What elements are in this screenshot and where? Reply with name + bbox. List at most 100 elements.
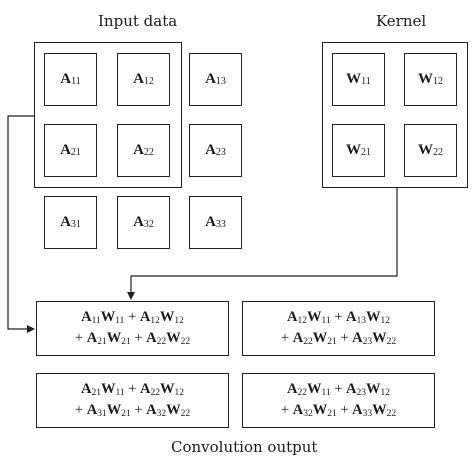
term-symbol: A [146, 401, 157, 418]
plus-operator: + [130, 401, 147, 418]
output-term-line: + A31W21 + A32W22 [75, 401, 190, 422]
plus-operator: + [336, 329, 353, 346]
cell-subscript: 23 [215, 147, 226, 158]
term-symbol: W [160, 380, 175, 397]
term-subscript: 12 [380, 315, 391, 326]
cell-symbol: W [418, 71, 433, 87]
plus-operator: + [124, 380, 141, 397]
cell-symbol: A [60, 214, 71, 230]
output-term-line: + A21W21 + A22W22 [75, 329, 190, 350]
term-subscript: 22 [156, 336, 167, 347]
output-term-line: A12W11 + A13W12 [287, 308, 390, 329]
cell-subscript: 11 [361, 76, 371, 87]
term-symbol: A [86, 401, 98, 418]
term-subscript: 22 [297, 387, 307, 398]
plus-operator: + [330, 380, 347, 397]
cell-subscript: 12 [433, 76, 443, 87]
cell-symbol: W [346, 71, 362, 87]
cell-symbol: A [133, 142, 144, 158]
term-subscript: 32 [303, 408, 313, 419]
cell-subscript: 11 [71, 76, 81, 87]
cell-symbol: A [133, 214, 144, 230]
output-box-out-21: A21W11 + A22W12+ A31W21 + A32W22 [36, 373, 229, 428]
term-symbol: W [372, 329, 387, 346]
term-symbol: A [352, 329, 363, 346]
output-term-line: A21W11 + A22W12 [81, 380, 184, 401]
term-symbol: W [312, 329, 328, 346]
plus-operator: + [74, 329, 87, 346]
term-symbol: A [292, 401, 304, 418]
plus-operator: + [280, 329, 293, 346]
convolution-output-title: Convolution output [171, 438, 318, 456]
output-box-out-22: A22W11 + A23W12+ A32W21 + A33W22 [242, 373, 435, 428]
cell-symbol: A [60, 71, 72, 87]
plus-operator: + [280, 401, 293, 418]
term-subscript: 11 [115, 315, 125, 326]
term-subscript: 12 [174, 387, 185, 398]
term-symbol: A [286, 380, 298, 397]
cell-subscript: 22 [143, 147, 154, 158]
term-symbol: A [292, 329, 304, 346]
cell-subscript: 22 [433, 147, 443, 158]
kernel-frame [322, 42, 468, 188]
term-subscript: 21 [327, 336, 337, 347]
term-subscript: 11 [321, 315, 331, 326]
term-subscript: 12 [380, 387, 391, 398]
term-symbol: A [146, 329, 157, 346]
cell-subscript: 13 [215, 76, 226, 87]
output-box-out-12: A12W11 + A13W12+ A22W21 + A23W22 [242, 301, 435, 356]
term-symbol: A [352, 401, 363, 418]
term-subscript: 22 [303, 336, 313, 347]
cell-symbol: A [60, 142, 71, 158]
term-subscript: 22 [386, 408, 397, 419]
term-symbol: A [80, 380, 92, 397]
plus-operator: + [124, 308, 140, 325]
cell-symbol: A [133, 71, 144, 87]
term-symbol: W [159, 308, 175, 325]
receptive-field-frame [34, 42, 182, 188]
kernel-title: Kernel [376, 12, 427, 30]
term-subscript: 21 [327, 408, 337, 419]
term-symbol: A [286, 308, 298, 325]
term-subscript: 23 [362, 336, 373, 347]
term-symbol: W [106, 329, 122, 346]
term-symbol: W [312, 401, 328, 418]
term-symbol: A [139, 308, 151, 325]
term-subscript: 22 [180, 336, 191, 347]
output-box-out-11: A11W11 + A12W12+ A21W21 + A22W22 [36, 301, 229, 356]
cell-subscript: 12 [143, 76, 154, 87]
cell-subscript: 21 [70, 147, 81, 158]
term-symbol: A [86, 329, 98, 346]
term-symbol: A [140, 380, 151, 397]
plus-operator: + [130, 329, 147, 346]
term-subscript: 22 [150, 387, 161, 398]
term-subscript: 12 [174, 315, 184, 326]
term-symbol: W [106, 401, 122, 418]
cell-subscript: 21 [361, 147, 371, 158]
cell-symbol: A [205, 142, 216, 158]
term-subscript: 21 [121, 408, 131, 419]
term-symbol: W [366, 308, 381, 325]
cell-symbol: A [205, 71, 216, 87]
term-subscript: 32 [156, 408, 167, 419]
term-symbol: A [81, 308, 92, 325]
cell-subscript: 31 [70, 219, 81, 230]
cell-symbol: W [418, 142, 433, 158]
term-subscript: 12 [297, 315, 307, 326]
cell-symbol: W [346, 142, 361, 158]
term-symbol: W [306, 380, 322, 397]
plus-operator: + [74, 401, 87, 418]
